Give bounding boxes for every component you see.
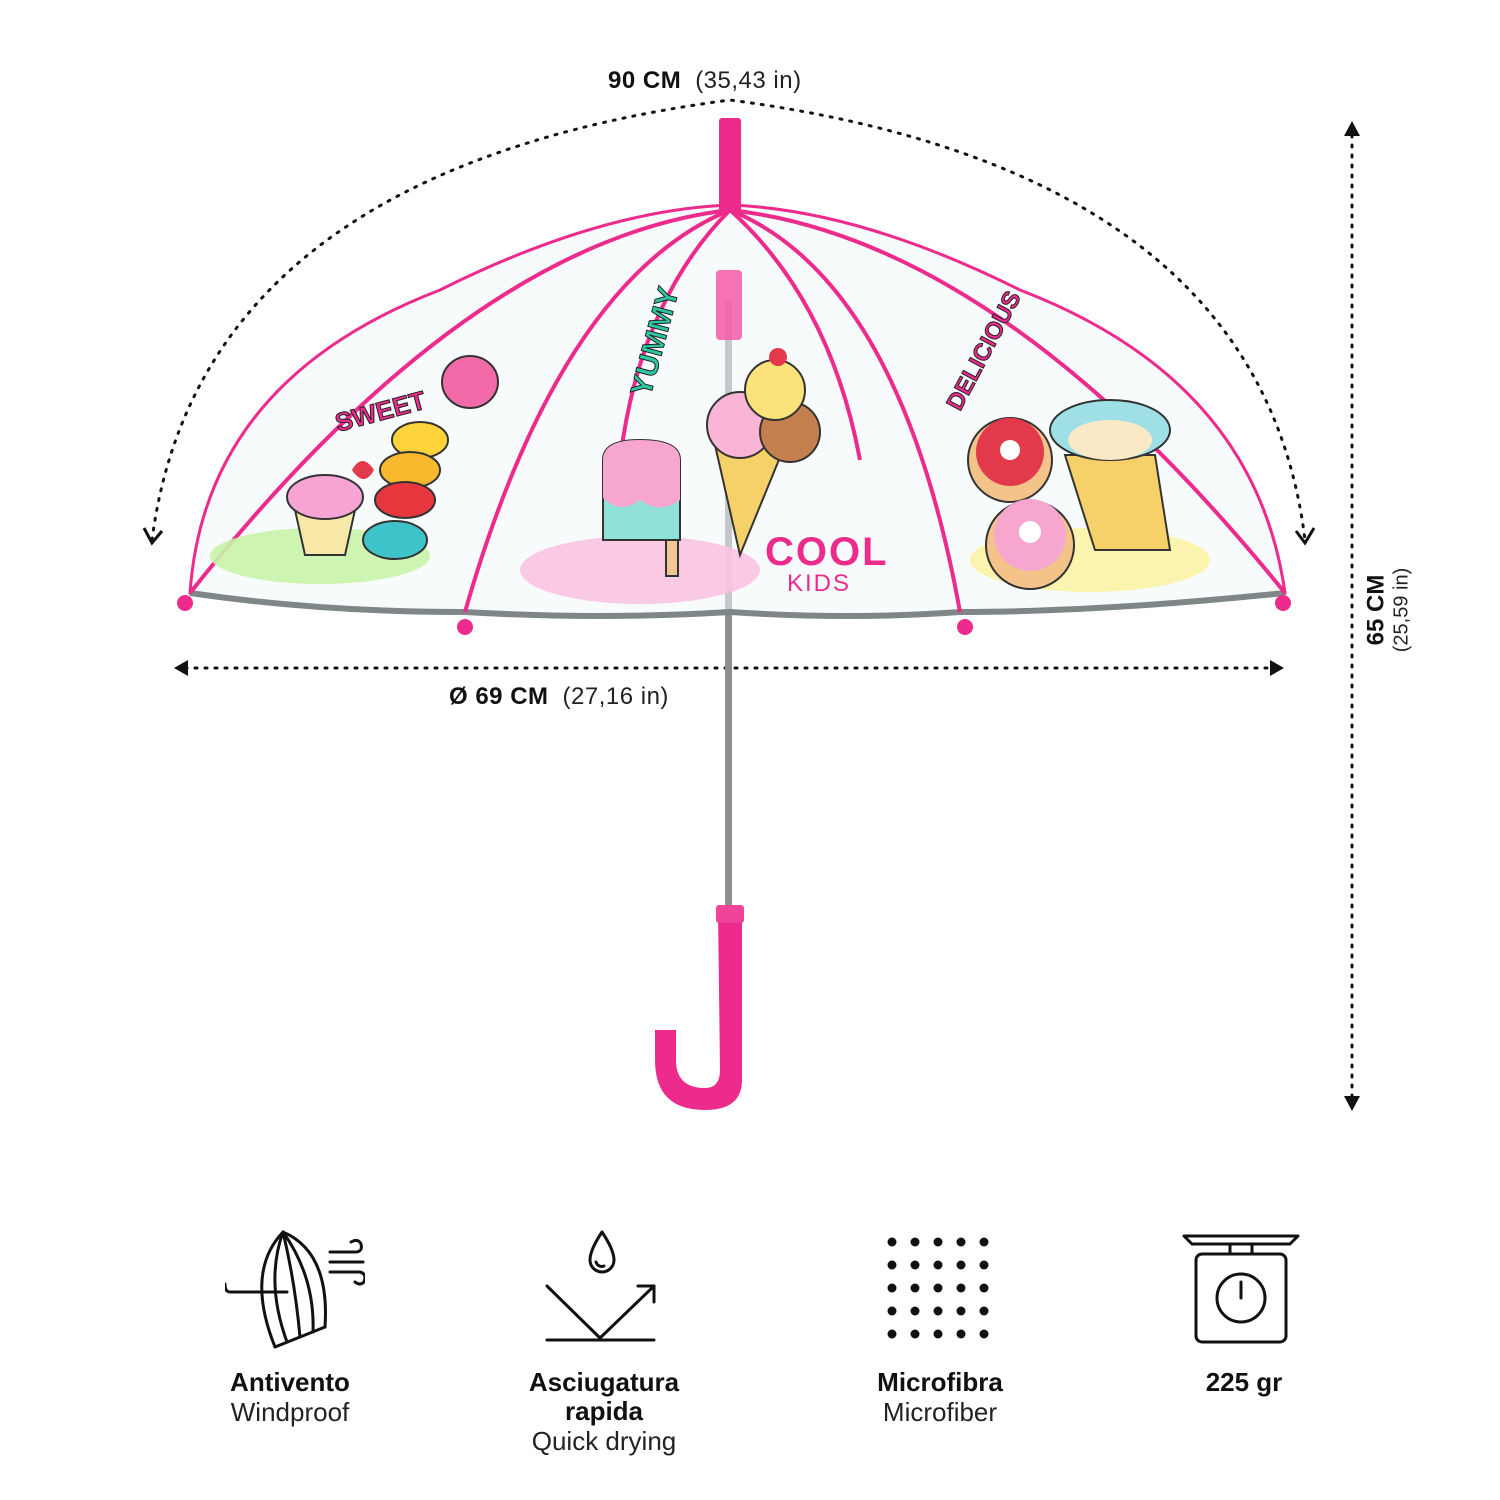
popsicle-graphic <box>602 438 681 577</box>
feature-title: Asciugatura rapida <box>528 1367 680 1426</box>
diameter-dimension-main: Ø 69 CM <box>449 683 549 710</box>
arc-dimension-main: 90 CM <box>608 67 682 94</box>
feature-title: 225 gr <box>1205 1367 1283 1397</box>
weight-scale-icon <box>1182 1234 1300 1344</box>
donut-graphic <box>967 417 1075 590</box>
windproof-umbrella-icon <box>225 1230 365 1349</box>
diameter-dimension-sub: (27,16 in) <box>562 683 669 710</box>
height-dimension-label: 65 CM (25,59 in) <box>1363 568 1414 653</box>
brand-kids: KIDS <box>787 570 852 597</box>
feature-windproof: Antivento Windproof <box>170 1367 410 1428</box>
macaron-stack-graphic <box>362 355 499 560</box>
feature-title: Microfibra <box>877 1367 1003 1397</box>
feature-microfiber: Microfibra Microfiber <box>820 1367 1060 1428</box>
quick-drying-icon <box>545 1230 656 1342</box>
feature-subtitle: Microfiber <box>882 1397 998 1427</box>
microfiber-dots-icon <box>887 1237 989 1339</box>
feature-subtitle: Windproof <box>230 1397 350 1427</box>
ice-cream-cone-graphic <box>706 348 821 559</box>
diameter-dimension-label: Ø 69 CM (27,16 in) <box>449 683 669 711</box>
height-dimension-main: 65 CM <box>1362 574 1390 646</box>
cool-kids-logo: COOL KIDS <box>765 532 889 596</box>
arc-dimension-sub: (35,43 in) <box>695 67 802 94</box>
arc-dimension-line <box>150 98 1307 542</box>
arc-dimension-label: 90 CM (35,43 in) <box>608 67 802 95</box>
frappe-cup-graphic <box>1049 399 1172 551</box>
umbrella-tip <box>719 118 741 213</box>
feature-subtitle: Quick drying <box>531 1426 677 1456</box>
cupcake-graphic <box>286 461 374 556</box>
feature-quick-drying: Asciugatura rapida Quick drying <box>484 1367 724 1457</box>
brand-cool: COOL <box>765 530 889 574</box>
feature-title: Antivento <box>230 1367 350 1397</box>
height-dimension-sub: (25,59 in) <box>1390 567 1413 653</box>
umbrella-illustration: SWEET YUMMY DELICIOUS <box>142 98 1360 1111</box>
umbrella-handle <box>655 910 742 1110</box>
feature-weight: 225 gr <box>1124 1368 1364 1397</box>
